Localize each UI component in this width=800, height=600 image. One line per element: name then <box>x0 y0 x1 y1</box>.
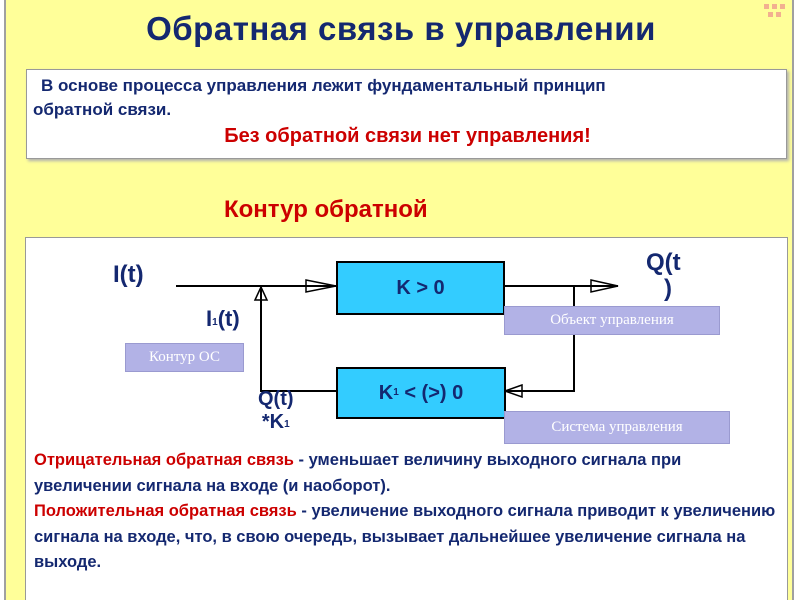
summing-arrow-icon <box>253 285 269 301</box>
definitions-text: Отрицательная обратная связь - уменьшает… <box>34 448 779 576</box>
output-label: Q(t ) <box>646 249 681 302</box>
positive-feedback-text: - увеличение выходного сигнала приводит … <box>34 502 776 571</box>
negative-feedback-text: - уменьшает величину выходного сигнала п… <box>34 451 682 495</box>
feedback-wire-out <box>260 287 336 392</box>
slide-frame: Обратная связь в управлении В основе про… <box>4 0 794 600</box>
principle-line-2: обратной связи. <box>33 100 172 119</box>
forward-block: K > 0 <box>336 261 505 315</box>
tag-control-system: Система управления <box>504 411 730 444</box>
principle-box: В основе процесса управления лежит фунда… <box>26 69 787 159</box>
tag-control-object: Объект управления <box>504 306 720 335</box>
principle-line-1: В основе процесса управления лежит фунда… <box>41 76 606 95</box>
output-arrow-icon <box>590 279 619 293</box>
feedback-input-label: I1(t) <box>206 306 240 331</box>
feedback-signal-label: Q(t) *K1 <box>258 388 294 433</box>
negative-feedback-term: Отрицательная обратная связь <box>34 451 294 469</box>
principle-emphasis: Без обратной связи нет управления! <box>224 125 591 147</box>
diagram-title: Контур обратной <box>224 196 428 223</box>
feedback-wire-in <box>506 286 575 392</box>
input-arrow-icon <box>305 279 337 293</box>
tag-feedback-loop: Контур ОС <box>125 343 244 372</box>
feedback-arrow-icon <box>502 383 523 399</box>
corner-decoration-icon <box>764 4 786 20</box>
input-label: I(t) <box>113 261 144 288</box>
positive-feedback-term: Положительная обратная связь <box>34 502 297 520</box>
slide-title: Обратная связь в управлении <box>146 10 656 47</box>
